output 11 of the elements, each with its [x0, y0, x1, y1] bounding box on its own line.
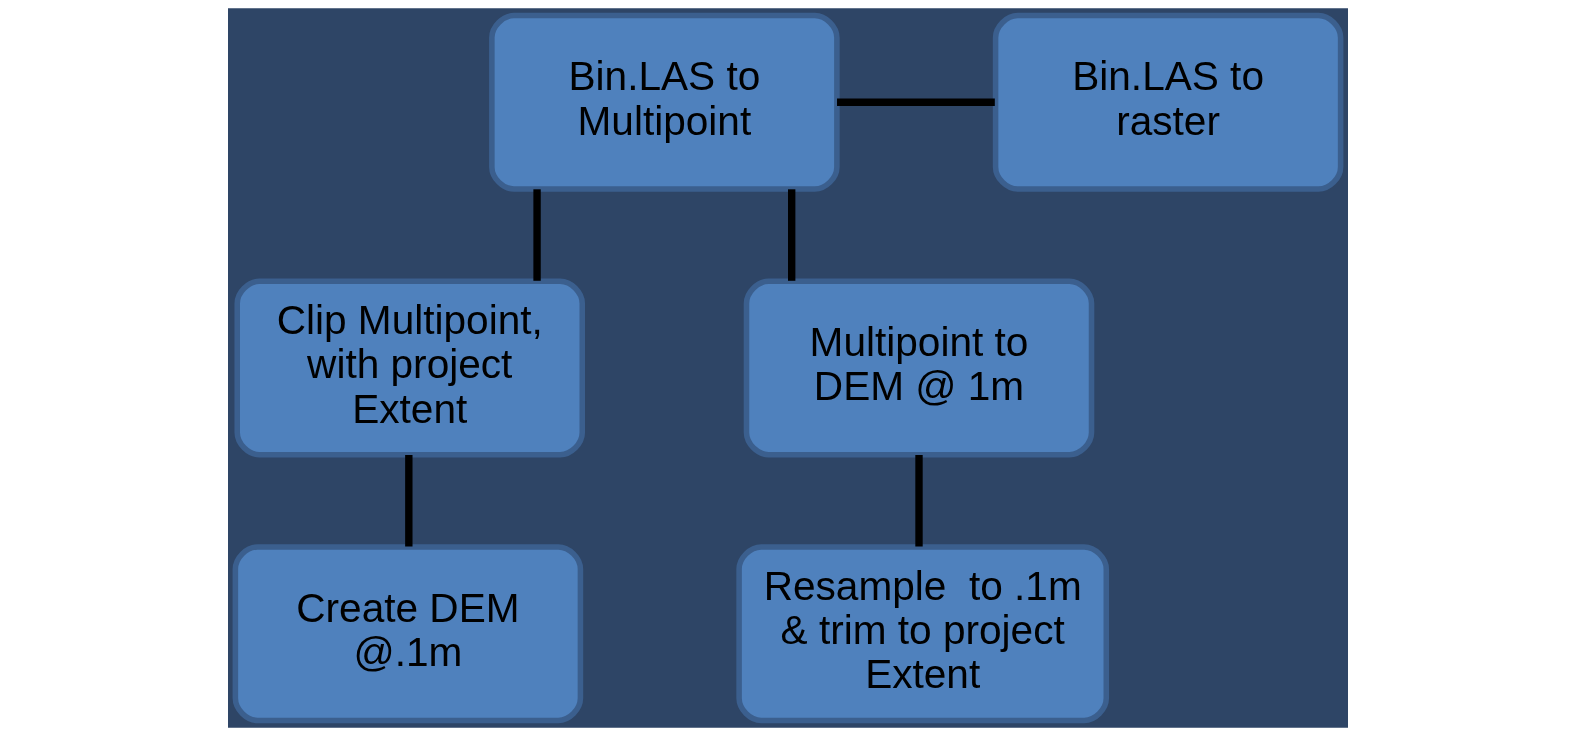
node-box: Clip Multipoint, with project Extent — [234, 278, 586, 458]
connector — [405, 455, 413, 547]
connector — [837, 98, 995, 106]
connector — [788, 189, 796, 281]
node-box: Bin.LAS to raster — [992, 12, 1344, 192]
node-box: Multipoint to DEM @ 1m — [743, 278, 1095, 458]
node-box: Bin.LAS to Multipoint — [489, 12, 840, 192]
node-box: Resample to .1m & trim to project Extent — [736, 544, 1110, 724]
connector — [915, 455, 923, 547]
connector — [533, 189, 541, 281]
node-box: Create DEM @.1m — [232, 544, 584, 724]
